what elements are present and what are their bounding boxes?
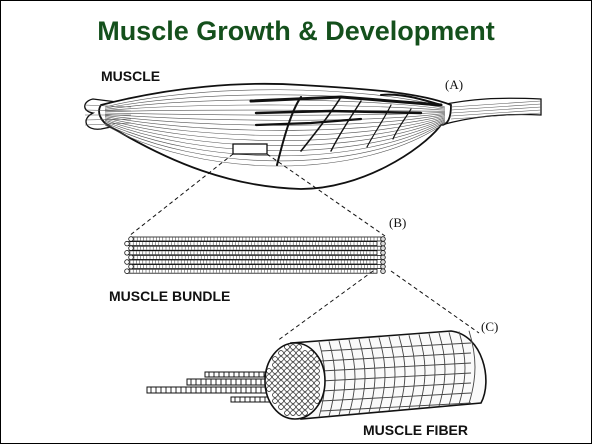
muscle-label: MUSCLE	[101, 68, 160, 84]
muscle-fiber-illustration	[147, 331, 486, 419]
muscle-bundle-illustration	[125, 237, 386, 274]
muscle-illustration	[85, 84, 541, 189]
tag-c: (C)	[481, 319, 498, 334]
tag-b: (B)	[389, 215, 406, 230]
muscle-fiber-label: MUSCLE FIBER	[363, 422, 468, 438]
muscle-bundle-label: MUSCLE BUNDLE	[109, 288, 230, 304]
sample-region-box	[233, 144, 267, 154]
tag-a: (A)	[445, 77, 463, 92]
